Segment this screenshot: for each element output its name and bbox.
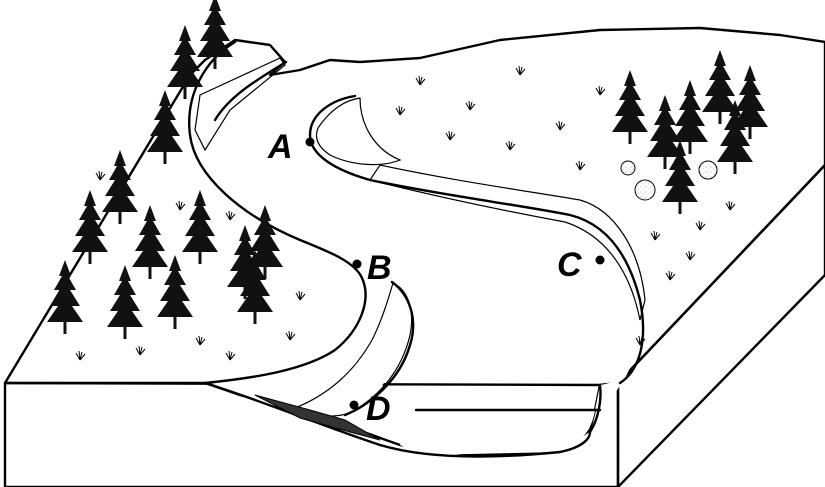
point-d-label: D bbox=[366, 390, 391, 428]
conifer-tree-icon bbox=[132, 205, 168, 279]
point-c-dot bbox=[595, 255, 605, 265]
point-a-dot bbox=[305, 137, 315, 147]
channel-deposit-d bbox=[254, 394, 381, 441]
block-side-face bbox=[616, 163, 825, 487]
point-d-marker: D bbox=[349, 390, 391, 428]
conifer-tree-icon bbox=[167, 25, 203, 99]
conifer-tree-icon bbox=[182, 190, 218, 264]
point-a-label: A bbox=[267, 128, 293, 166]
shrub-icon bbox=[634, 179, 656, 201]
point-b-marker: B bbox=[352, 249, 392, 287]
conifer-tree-icon bbox=[147, 90, 183, 164]
shrub-icon bbox=[620, 160, 636, 176]
conifer-tree-icon bbox=[197, 0, 233, 69]
floodplain-surface bbox=[3, 26, 825, 387]
point-c-marker: C bbox=[557, 246, 605, 284]
point-bar-a bbox=[315, 97, 402, 166]
conifer-tree-icon bbox=[72, 190, 108, 264]
shrub-icon bbox=[698, 160, 718, 180]
point-c-label: C bbox=[557, 246, 582, 284]
cut-bank-upper-left bbox=[194, 57, 286, 152]
point-d-dot bbox=[349, 400, 359, 410]
conifer-tree-icon bbox=[47, 260, 83, 334]
point-b-dot bbox=[352, 259, 362, 269]
point-b-label: B bbox=[367, 249, 392, 287]
river-bank-outlines bbox=[188, 40, 645, 458]
river-channel bbox=[182, 90, 644, 455]
conifer-tree-icon bbox=[107, 265, 143, 339]
forest-right bbox=[612, 50, 768, 214]
cut-bank-right bbox=[369, 164, 646, 321]
conifer-tree-icon bbox=[672, 80, 708, 154]
conifer-tree-icon bbox=[612, 70, 648, 144]
point-a-marker: A bbox=[267, 128, 315, 166]
